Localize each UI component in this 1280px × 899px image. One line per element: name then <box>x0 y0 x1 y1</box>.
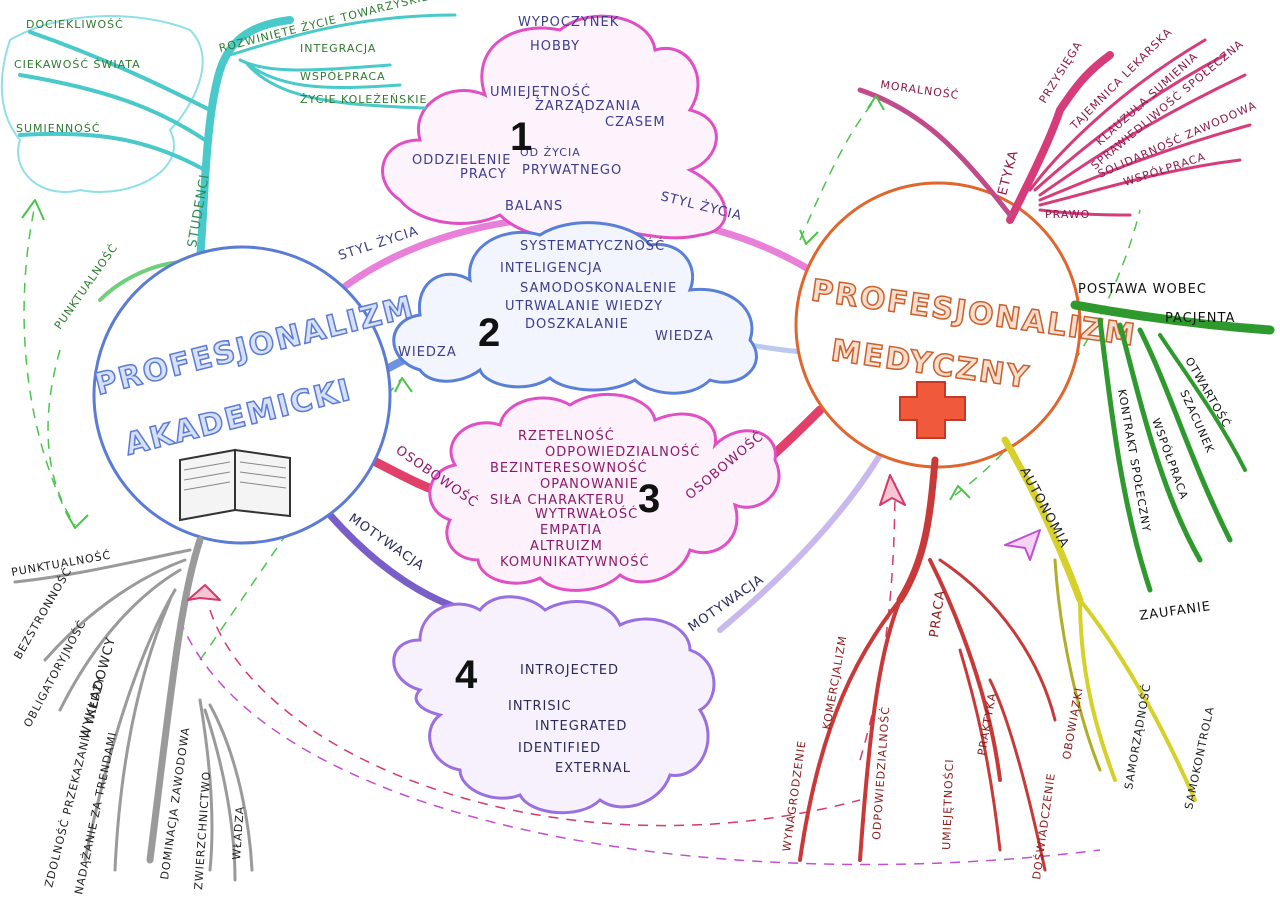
cloud-4-item: INTROJECTED <box>520 663 619 678</box>
praca-item: UMIEJĘTNOŚCI <box>940 758 956 850</box>
cloud-4-item: INTRISIC <box>508 699 572 714</box>
cloud-4-number: 4 <box>455 653 478 697</box>
cloud-3-item: BEZINTERESOWNOŚĆ <box>490 460 648 476</box>
cloud-2-item: INTELIGENCJA <box>500 261 602 276</box>
studenci-item: DOCIEKLIWOŚĆ <box>26 18 124 31</box>
cloud-4-item: IDENTIFIED <box>518 741 601 756</box>
etyka-label: ETYKA <box>995 148 1021 197</box>
cloud-3-item: ALTRUIZM <box>530 539 603 554</box>
etyka-item: PRAWO <box>1045 208 1090 221</box>
praca-item: OBOWIĄZKI <box>1060 686 1086 760</box>
cloud-4-item: EXTERNAL <box>555 761 631 776</box>
cloud-3-item: OPANOWANIE <box>540 477 639 492</box>
studenci-item: INTEGRACJA <box>300 42 376 55</box>
cloud-2-number: 2 <box>478 311 500 355</box>
cloud-2-item: SAMODOSKONALENIE <box>520 281 677 296</box>
cloud-1-branch-left: STYL ŻYCIA <box>336 223 420 264</box>
arrowheads <box>21 95 1041 601</box>
studenci-punktualnosc: PUNKTUALNOŚĆ <box>52 241 121 331</box>
cloud-3-number: 3 <box>638 477 660 521</box>
cloud-1-item: ODDZIELENIE <box>412 153 511 168</box>
cloud-1-item: BALANS <box>505 199 563 214</box>
etyka-item: MORALNOŚĆ <box>880 78 961 102</box>
autonomia-item: SAMORZĄDNOŚĆ <box>1122 682 1153 790</box>
cloud-2-item: UTRWALANIE WIEDZY <box>505 299 663 314</box>
wykladowcy-branch: WYKŁADOWCY PUNKTUALNOŚĆ BEZSTRONNOŚĆ OBL… <box>10 536 254 896</box>
studenci-label: STUDENCI <box>185 173 213 249</box>
studenci-item: ŻYCIE KOLEŻEŃSKIE <box>300 93 427 106</box>
cloud-2: SYSTEMATYCZNOŚĆ INTELIGENCJA SAMODOSKONA… <box>392 221 758 395</box>
cloud-1-item: HOBBY <box>530 39 580 54</box>
cloud-3-item: WYTRWAŁOŚĆ <box>535 506 638 522</box>
wykladowcy-item: ZWIERZCHNICTWO <box>192 770 213 890</box>
cloud-3-item: KOMUNIKATYWNOŚĆ <box>500 554 650 570</box>
cloud-1-item: OD ŻYCIA <box>520 146 581 159</box>
cloud-2-item: DOSZKALANIE <box>525 317 629 332</box>
praca-branch: PRACA WYNAGRODZENIE KOMERCJALIZM ODPOWIE… <box>780 456 1086 880</box>
cloud-3: RZETELNOŚĆ ODPOWIEDZIALNOŚĆ BEZINTERESOW… <box>393 392 781 592</box>
academic-center: PROFESJONALIZM AKADEMICKI <box>91 245 419 545</box>
cloud-1-item: PRYWATNEGO <box>522 163 622 178</box>
cloud-1-item: ZARZĄDZANIA <box>535 99 641 114</box>
book-icon <box>179 448 291 522</box>
cloud-1-item: UMIEJĘTNOŚĆ <box>490 84 591 100</box>
postawa-item: ZAUFANIE <box>1138 599 1212 624</box>
cloud-3-item: ODPOWIEDZIALNOŚĆ <box>545 444 700 460</box>
autonomia-item: SAMOKONTROLA <box>1182 705 1217 811</box>
cloud-2-item: SYSTEMATYCZNOŚĆ <box>520 238 665 254</box>
etyka-item: PRZYSIĘGA <box>1037 39 1086 106</box>
red-cross-icon <box>899 381 966 439</box>
cloud-3-item: SIŁA CHARAKTERU <box>490 493 625 508</box>
cloud-2-branch-left: WIEDZA <box>398 345 457 360</box>
cloud-3-item: EMPATIA <box>540 523 602 538</box>
wykladowcy-item: WŁADZA <box>230 805 247 860</box>
studenci-item: CIEKAWOŚĆ ŚWIATA <box>14 58 141 71</box>
cloud-1: WYPOCZYNEK HOBBY UMIEJĘTNOŚĆ ZARZĄDZANIA… <box>336 14 744 264</box>
cloud-1-item: CZASEM <box>605 115 666 130</box>
cloud-1-item: PRACY <box>460 167 507 182</box>
studenci-item: WSPÓŁPRACA <box>300 70 386 83</box>
cloud-1-number: 1 <box>510 115 532 159</box>
praca-label: PRACA <box>927 589 949 639</box>
medical-center: PROFESJONALIZM MEDYCZNY <box>794 181 1139 469</box>
praca-item: KOMERCJALIZM <box>820 634 849 730</box>
studenci-item: SUMIENNOŚĆ <box>16 122 101 135</box>
cloud-2-branch-right: WIEDZA <box>655 329 714 344</box>
cloud-4-item: INTEGRATED <box>535 719 627 734</box>
postawa-label-line1: POSTAWA WOBEC <box>1078 282 1207 297</box>
cloud-3-item: RZETELNOŚĆ <box>518 428 615 444</box>
cloud-1-item: WYPOCZYNEK <box>518 15 619 30</box>
postawa-label-line2: PACJENTA <box>1165 311 1235 326</box>
